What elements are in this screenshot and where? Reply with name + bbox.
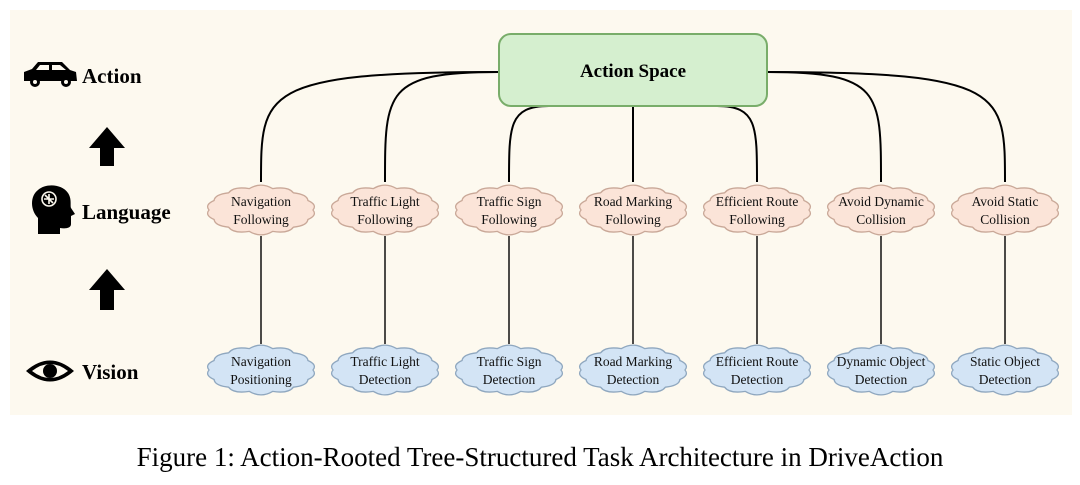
- vision-label-line2: Detection: [855, 372, 908, 387]
- language-label-line1: Navigation: [231, 194, 291, 209]
- action-space-label: Action Space: [580, 61, 686, 82]
- language-label-line1: Traffic Light: [350, 194, 420, 209]
- cloud-shape: [331, 184, 439, 236]
- vision-label-line2: Detection: [731, 372, 784, 387]
- up-arrow-icon: [89, 127, 125, 166]
- language-label-line2: Collision: [856, 212, 906, 227]
- cloud-shape: [579, 184, 687, 236]
- tree-diagram: Action Space NavigationFollowingTraffic …: [24, 33, 1059, 396]
- action-space-node: Action Space: [498, 33, 768, 107]
- figure-caption: Figure 1: Action-Rooted Tree-Structured …: [136, 442, 944, 472]
- cloud-shape: [827, 344, 935, 396]
- cloud-shape: [951, 184, 1059, 236]
- cloud-shape: [455, 184, 563, 236]
- brain-head-icon: [32, 185, 75, 234]
- vision-label-line2: Detection: [483, 372, 536, 387]
- language-label-line2: Collision: [980, 212, 1030, 227]
- root-to-language-edge: [384, 71, 500, 183]
- language-label-line1: Road Marking: [594, 194, 673, 209]
- vision-label-line2: Positioning: [230, 372, 292, 387]
- vision-label-line2: Detection: [359, 372, 412, 387]
- up-arrow-icon: [89, 269, 125, 310]
- root-to-language-edge: [716, 105, 758, 183]
- language-label-line1: Efficient Route: [716, 194, 799, 209]
- cloud-shape: [207, 344, 315, 396]
- language-label-line1: Traffic Sign: [477, 194, 542, 209]
- cloud-shape: [703, 184, 811, 236]
- language-label-line1: Avoid Static: [972, 194, 1039, 209]
- language-label-line2: Following: [481, 212, 537, 227]
- root-to-language-edge: [508, 105, 550, 183]
- vision-label-line1: Navigation: [231, 354, 291, 369]
- root-to-language-edge: [260, 71, 500, 183]
- cloud-shape: [951, 344, 1059, 396]
- vision-label-line1: Static Object: [970, 354, 1040, 369]
- cloud-shape: [827, 184, 935, 236]
- vision-label-line1: Traffic Light: [350, 354, 420, 369]
- action-level-label: Action: [82, 64, 142, 88]
- language-label-line2: Following: [357, 212, 413, 227]
- vision-label-line1: Efficient Route: [716, 354, 799, 369]
- vision-label-line2: Detection: [979, 372, 1032, 387]
- cloud-shape: [703, 344, 811, 396]
- language-label-line2: Following: [605, 212, 661, 227]
- vision-label-line1: Road Marking: [594, 354, 673, 369]
- eye-icon: [26, 360, 74, 382]
- vision-level-label: Vision: [82, 360, 139, 384]
- cloud-shape: [579, 344, 687, 396]
- cloud-shape: [207, 184, 315, 236]
- language-level-label: Language: [82, 200, 171, 224]
- root-to-language-edge: [766, 71, 882, 183]
- language-label-line2: Following: [233, 212, 289, 227]
- vision-label-line1: Dynamic Object: [837, 354, 926, 369]
- cloud-shape: [455, 344, 563, 396]
- cloud-shape: [331, 344, 439, 396]
- vision-label-line1: Traffic Sign: [477, 354, 542, 369]
- vision-label-line2: Detection: [607, 372, 660, 387]
- root-to-language-edge: [766, 71, 1006, 183]
- car-icon: [24, 62, 77, 87]
- language-label-line1: Avoid Dynamic: [838, 194, 924, 209]
- language-label-line2: Following: [729, 212, 785, 227]
